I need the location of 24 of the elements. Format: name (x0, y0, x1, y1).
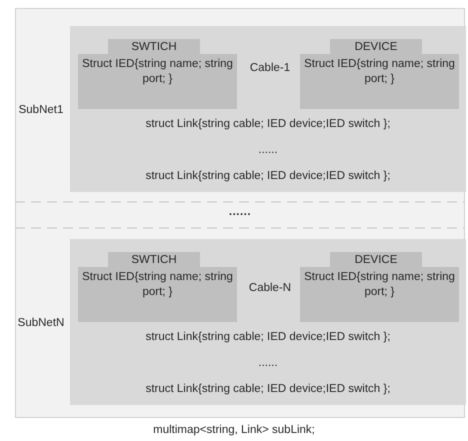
link-struct-text: struct Link{string cable; IED device;IED switch }; (144, 330, 392, 345)
tabbed-struct-box (78, 252, 237, 322)
struct-definition: Struct IED{string name; string port; } (81, 57, 234, 87)
link-struct-text: struct Link{string cable; IED device;IED switch }; (144, 382, 392, 397)
struct-heading: DEVICE (354, 253, 398, 267)
subnet-label: SubNetN (16, 317, 66, 329)
tabbed-struct-box (300, 39, 459, 109)
subnet-label: SubNet1 (18, 104, 64, 116)
struct-heading: SWTICH (130, 40, 178, 54)
ellipsis: ...... (228, 206, 252, 218)
link-struct-text: struct Link{string cable; IED device;IED switch }; (144, 117, 392, 132)
cable-label: Cable-1 (248, 62, 292, 74)
link-struct-text: ...... (257, 143, 279, 158)
caption: multimap<string, Link> subLink; (152, 424, 316, 436)
tabbed-struct-box (78, 39, 237, 109)
struct-definition: Struct IED{string name; string port; } (303, 57, 456, 87)
link-struct-text: struct Link{string cable; IED device;IED switch }; (144, 169, 392, 184)
tabbed-struct-box (300, 252, 459, 322)
struct-definition: Struct IED{string name; string port; } (303, 270, 456, 300)
struct-heading: DEVICE (354, 40, 398, 54)
struct-definition: Struct IED{string name; string port; } (81, 270, 234, 300)
struct-heading: SWTICH (130, 253, 178, 267)
cable-label: Cable-N (248, 282, 292, 294)
link-struct-text: ...... (257, 356, 279, 371)
